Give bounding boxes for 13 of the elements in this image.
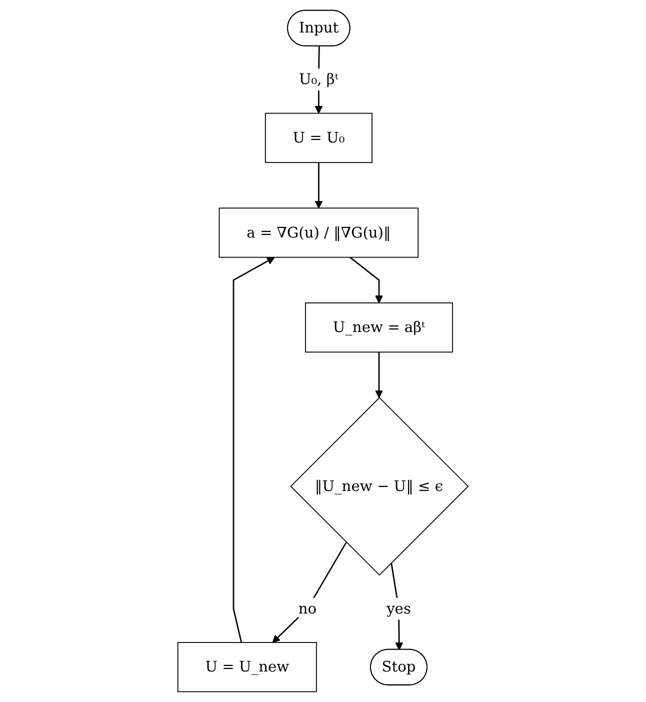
node-diamond: ‖U_new − U‖ ≤ ϵ <box>290 397 469 576</box>
arrow <box>232 256 275 643</box>
arrow <box>375 352 383 398</box>
node-box: U = U₀ <box>264 112 372 163</box>
arrow <box>350 256 383 304</box>
node-box: U = U_new <box>177 642 317 692</box>
arrow <box>272 542 347 643</box>
edge-label: yes <box>386 600 411 617</box>
arrow <box>314 162 323 208</box>
node-box: a = ∇G(u) / ‖∇G(u)‖ <box>218 208 419 258</box>
node-box: U_new = aβᵗ <box>305 302 453 353</box>
edge-label: U₀, βᵗ <box>298 70 338 88</box>
edge-label: no <box>298 600 317 617</box>
